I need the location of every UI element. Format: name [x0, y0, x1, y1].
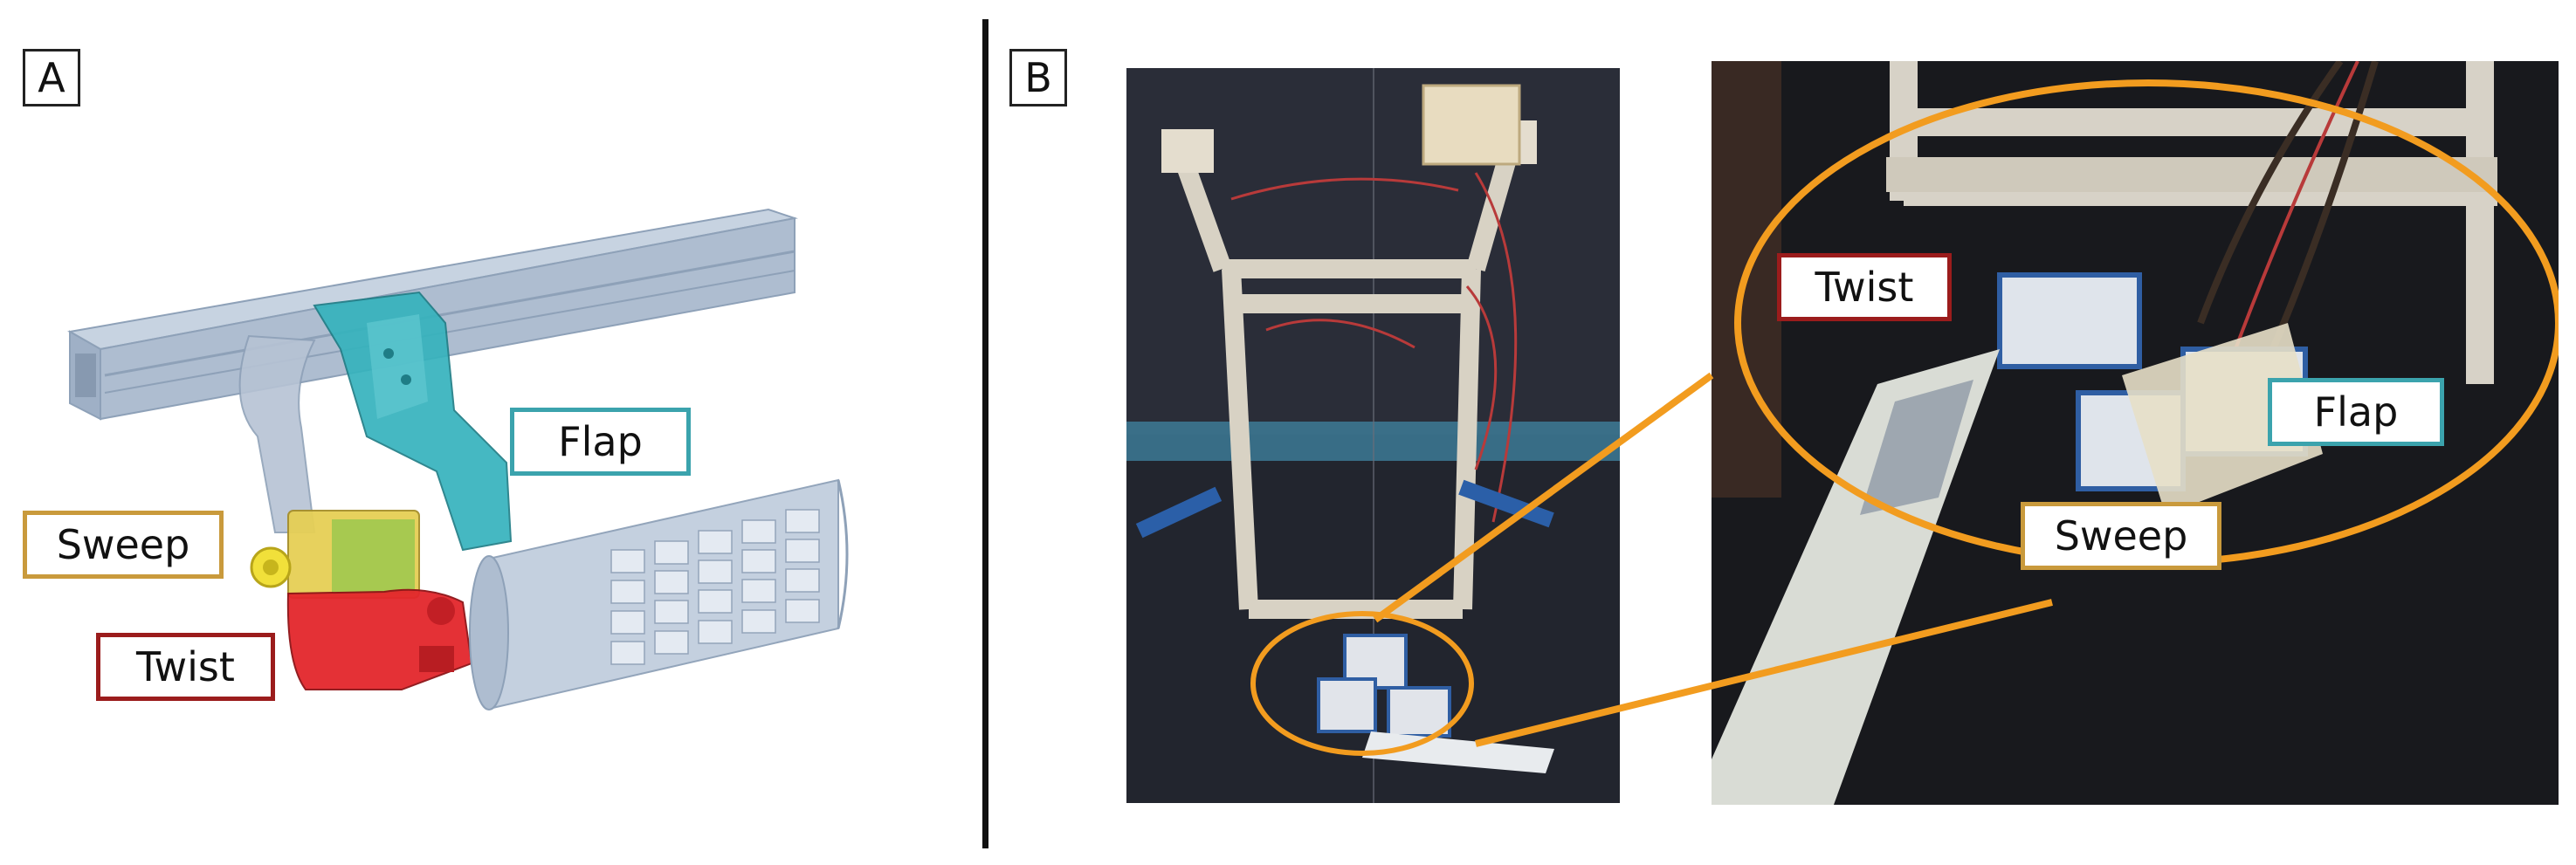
cad-assembly-illustration: [67, 208, 849, 711]
twist-label-b-text: Twist: [1815, 264, 1914, 311]
sweep-label-b-text: Sweep: [2054, 512, 2188, 560]
twist-label-a-text: Twist: [136, 643, 235, 690]
sweep-label-a-text: Sweep: [56, 521, 190, 568]
flap-label-b: Flap: [2268, 378, 2444, 446]
flap-label-a: Flap: [510, 408, 691, 476]
wing-section: [469, 478, 849, 711]
panel-a-letter: A: [38, 54, 65, 101]
flap-label-a-text: Flap: [558, 418, 643, 465]
panel-divider: [982, 19, 988, 848]
rig-photo-illustration: [1126, 68, 1620, 803]
panel-b-label: B: [1009, 49, 1067, 106]
flap-label-b-text: Flap: [2313, 388, 2399, 436]
sweep-arm-bracket: [238, 334, 316, 533]
panel-b-letter: B: [1024, 54, 1052, 101]
rig-photo: [1126, 68, 1620, 803]
sweep-label-b: Sweep: [2021, 502, 2221, 570]
twist-servo: [286, 588, 473, 690]
sweep-label-a: Sweep: [23, 511, 224, 579]
sweep-servo: [250, 510, 420, 599]
twist-label-b: Twist: [1777, 253, 1952, 321]
twist-label-a: Twist: [96, 633, 275, 701]
flap-bracket: [313, 291, 513, 552]
panel-a-label: A: [23, 49, 80, 106]
